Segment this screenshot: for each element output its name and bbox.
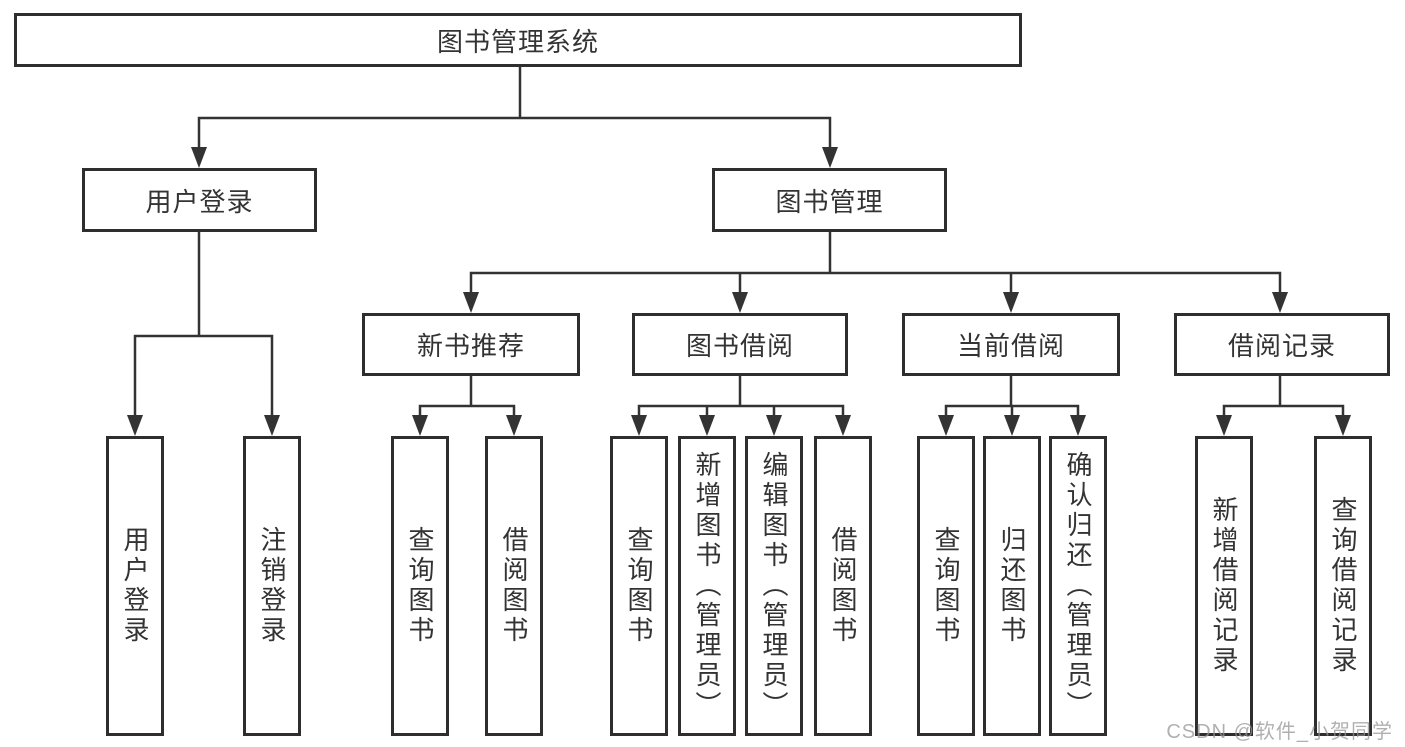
node-book-management-label: 图书管理: [775, 186, 884, 217]
leaf-borrow-books-recommend-label: 借阅图书: [499, 526, 529, 646]
leaf-user-login: 用户登录: [106, 436, 164, 736]
leaf-return-book: 归还图书: [983, 436, 1041, 736]
leaf-query-borrow-record-label: 查询借阅记录: [1328, 496, 1358, 676]
leaf-return-book-label: 归还图书: [997, 526, 1027, 646]
leaf-edit-book-admin-label: 编辑图书（管理员）: [759, 451, 789, 721]
node-user-login: 用户登录: [82, 168, 317, 232]
leaf-edit-book-admin: 编辑图书（管理员）: [745, 436, 803, 736]
arrowheads: [127, 147, 1351, 436]
node-borrow-records: 借阅记录: [1174, 313, 1390, 376]
leaf-query-books-borrow: 查询图书: [610, 436, 668, 736]
leaf-query-books-recommend: 查询图书: [391, 436, 449, 736]
node-current-borrow: 当前借阅: [902, 313, 1120, 376]
connector-paths: [133, 65, 1345, 422]
node-borrow-records-label: 借阅记录: [1227, 331, 1336, 361]
leaf-query-borrow-record: 查询借阅记录: [1314, 436, 1372, 736]
node-library-system-label: 图书管理系统: [436, 26, 599, 57]
watermark-text: CSDN @软件_小贺同学: [1166, 721, 1393, 743]
leaf-user-login-label: 用户登录: [120, 526, 150, 646]
leaf-add-borrow-record: 新增借阅记录: [1195, 436, 1253, 736]
leaf-logout: 注销登录: [243, 436, 301, 736]
leaf-add-book-admin-label: 新增图书（管理员）: [692, 451, 722, 721]
node-book-management: 图书管理: [712, 168, 947, 232]
node-current-borrow-label: 当前借阅: [956, 331, 1065, 361]
leaf-borrow-books-borrow: 借阅图书: [814, 436, 872, 736]
leaf-logout-label: 注销登录: [257, 526, 287, 646]
leaf-add-book-admin: 新增图书（管理员）: [678, 436, 736, 736]
leaf-confirm-return-admin-label: 确认归还（管理员）: [1063, 451, 1093, 721]
node-book-borrow: 图书借阅: [632, 313, 848, 376]
node-new-book-recommend-label: 新书推荐: [416, 331, 525, 361]
leaf-borrow-books-borrow-label: 借阅图书: [828, 526, 858, 646]
leaf-query-books-current: 查询图书: [917, 436, 975, 736]
leaf-borrow-books-recommend: 借阅图书: [485, 436, 543, 736]
leaf-query-books-recommend-label: 查询图书: [405, 526, 435, 646]
node-book-borrow-label: 图书借阅: [685, 331, 794, 361]
leaf-query-books-borrow-label: 查询图书: [624, 526, 654, 646]
node-new-book-recommend: 新书推荐: [362, 313, 580, 376]
node-library-system: 图书管理系统: [14, 13, 1022, 67]
leaf-add-borrow-record-label: 新增借阅记录: [1209, 496, 1239, 676]
node-user-login-label: 用户登录: [145, 186, 254, 217]
leaf-query-books-current-label: 查询图书: [931, 526, 961, 646]
leaf-confirm-return-admin: 确认归还（管理员）: [1049, 436, 1107, 736]
